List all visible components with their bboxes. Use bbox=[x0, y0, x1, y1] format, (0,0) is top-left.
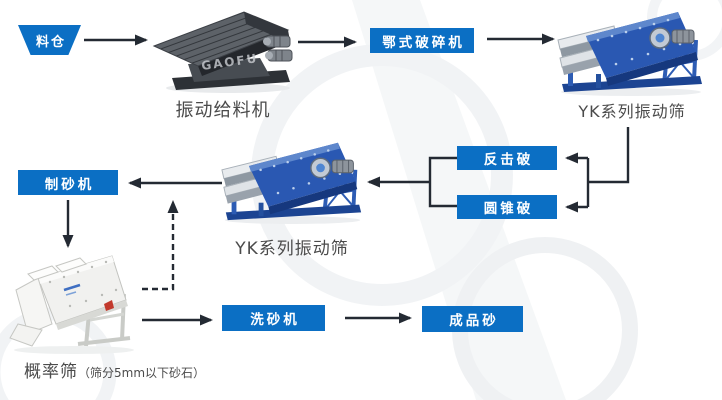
finished-sand-label: 成品砂 bbox=[449, 313, 499, 329]
silo-label: 料仓 bbox=[35, 34, 66, 50]
finished-sand-node: 成品砂 bbox=[422, 306, 523, 332]
yk-screen-1-caption: YK系列振动筛 bbox=[578, 102, 686, 121]
vibrating-feeder-image: GAOFU bbox=[152, 11, 293, 93]
probability-screen-title: 概率筛 bbox=[24, 362, 78, 382]
feeder-caption: 振动给料机 bbox=[175, 100, 271, 121]
line-yk1-down bbox=[588, 127, 630, 184]
probability-screen-caption: 概率筛（筛分5mm以下砂石） bbox=[24, 357, 205, 382]
sand-washer-node: 洗砂机 bbox=[222, 305, 325, 331]
sand-maker-label: 制砂机 bbox=[44, 176, 95, 193]
probability-screen-note: （筛分5mm以下砂石） bbox=[78, 366, 206, 380]
cone-crusher-node: 圆锥破 bbox=[457, 195, 557, 219]
dashed-recycle-line bbox=[142, 200, 179, 291]
sand-washer-label: 洗砂机 bbox=[250, 312, 300, 328]
impact-crusher-label: 反击破 bbox=[483, 152, 534, 168]
sand-maker-node: 制砂机 bbox=[18, 170, 118, 195]
jaw-crusher-label: 鄂式破碎机 bbox=[382, 34, 465, 51]
line-left-bracket bbox=[428, 156, 457, 208]
yk-screen-2-caption: YK系列振动筛 bbox=[235, 239, 349, 259]
impact-crusher-node: 反击破 bbox=[457, 146, 557, 170]
cone-crusher-label: 圆锥破 bbox=[483, 201, 534, 217]
jaw-crusher-node: 鄂式破碎机 bbox=[370, 28, 474, 53]
